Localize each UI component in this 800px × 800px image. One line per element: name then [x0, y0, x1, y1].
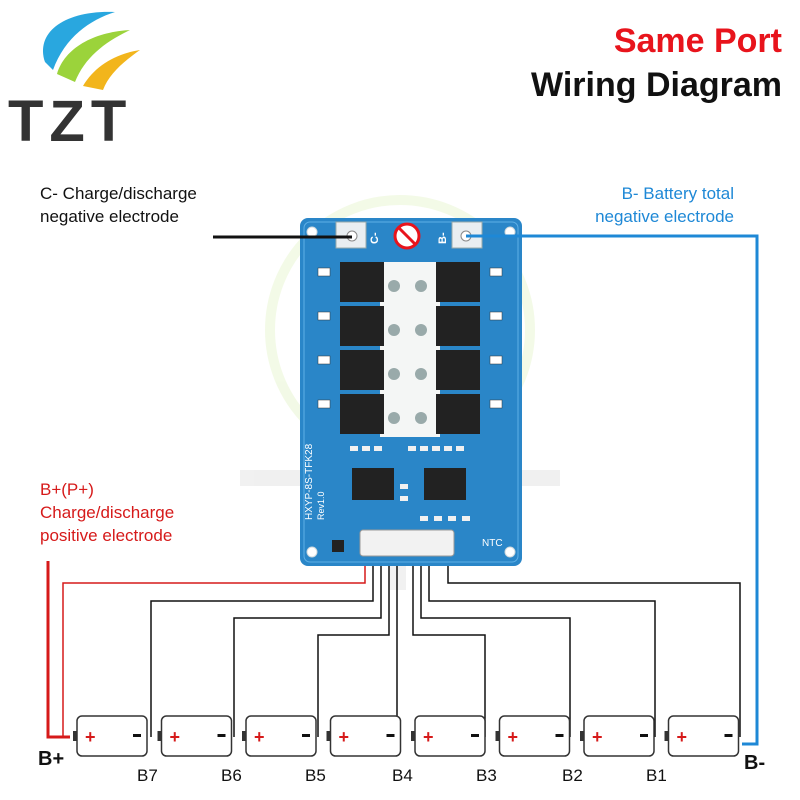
c-minus-line2: negative electrode — [40, 207, 179, 226]
battery-terminal — [326, 731, 331, 741]
tap-label-b4: B4 — [392, 766, 413, 785]
title-wiring-diagram: Wiring Diagram — [531, 66, 782, 104]
b-plus-line3: positive electrode — [40, 526, 173, 545]
battery-cell: + — [157, 715, 233, 757]
b-plus-wire — [46, 561, 70, 739]
ntc-label: NTC — [482, 538, 503, 549]
pad-b-minus-label: B- — [437, 232, 449, 244]
balance-wires — [150, 566, 741, 737]
battery-minus-sign — [302, 734, 310, 737]
battery-cell: + — [495, 715, 571, 757]
battery-pack: + + + + + + + + — [73, 715, 740, 757]
tap-label-b6: B6 — [221, 766, 242, 785]
no-sign-icon — [393, 222, 421, 250]
battery-terminal — [73, 731, 77, 741]
title-same-port: Same Port — [613, 22, 782, 60]
tap-label-b2: B2 — [562, 766, 583, 785]
bms-chip-1 — [352, 468, 394, 500]
tap-label-b1: B1 — [646, 766, 667, 785]
battery-cell: + — [664, 715, 740, 757]
battery-cell: + — [580, 715, 655, 757]
battery-cell: + — [73, 715, 148, 757]
battery-minus-sign — [640, 734, 648, 737]
battery-plus-sign: + — [85, 727, 96, 747]
battery-plus-sign: + — [508, 727, 519, 747]
battery-plus-sign: + — [339, 727, 350, 747]
battery-minus-sign — [724, 734, 733, 737]
battery-plus-sign: + — [170, 727, 181, 747]
b-plus-description: B+(P+) Charge/discharge positive electro… — [40, 478, 174, 547]
logo-text: TZT — [8, 89, 133, 154]
pad-c-minus-label: C- — [369, 232, 381, 244]
battery-terminal — [242, 731, 246, 741]
b-plus-sense-wire — [62, 566, 366, 737]
battery-plus-sign: + — [592, 727, 603, 747]
battery-terminal — [580, 731, 584, 741]
mosfet-array — [340, 262, 480, 437]
b-minus-line2: negative electrode — [595, 207, 734, 226]
battery-terminal — [157, 731, 162, 741]
b-plus-line1: B+(P+) — [40, 480, 94, 499]
battery-cell: + — [326, 715, 402, 757]
battery-plus-sign: + — [254, 727, 265, 747]
c-minus-line1: C- Charge/discharge — [40, 184, 197, 203]
b-minus-description: B- Battery total negative electrode — [595, 182, 734, 228]
battery-minus-sign — [133, 734, 141, 737]
b-plus-line2: Charge/discharge — [40, 503, 175, 522]
battery-cell: + — [242, 715, 317, 757]
battery-plus-sign: + — [677, 727, 688, 747]
tap-label-b7: B7 — [137, 766, 158, 785]
battery-terminal — [495, 731, 500, 741]
c-minus-description: C- Charge/discharge negative electrode — [40, 182, 197, 228]
battery-cell: + — [411, 715, 486, 757]
board-rev-label: Rev1.0 — [316, 491, 326, 520]
terminal-b-plus: B+ — [38, 748, 65, 770]
tap-label-b3: B3 — [476, 766, 497, 785]
battery-plus-sign: + — [423, 727, 434, 747]
b-minus-wire — [466, 234, 759, 746]
board-model-label: HXYP-8S-TFK28 — [304, 443, 315, 520]
battery-minus-sign — [217, 734, 226, 737]
tzt-logo-icon — [43, 11, 140, 90]
battery-minus-sign — [555, 734, 564, 737]
side-components — [317, 267, 503, 409]
battery-minus-sign — [386, 734, 395, 737]
b-minus-line1: B- Battery total — [621, 184, 734, 203]
balance-connector — [359, 529, 455, 557]
terminal-b-minus: B- — [744, 752, 766, 774]
battery-terminal — [664, 731, 669, 741]
battery-minus-sign — [471, 734, 479, 737]
bms-chip-2 — [424, 468, 466, 500]
bms-board: HXYP-8S-TFK28 Rev1.0 C- B- NTC — [300, 218, 522, 566]
tap-label-b5: B5 — [305, 766, 326, 785]
battery-terminal — [411, 731, 415, 741]
